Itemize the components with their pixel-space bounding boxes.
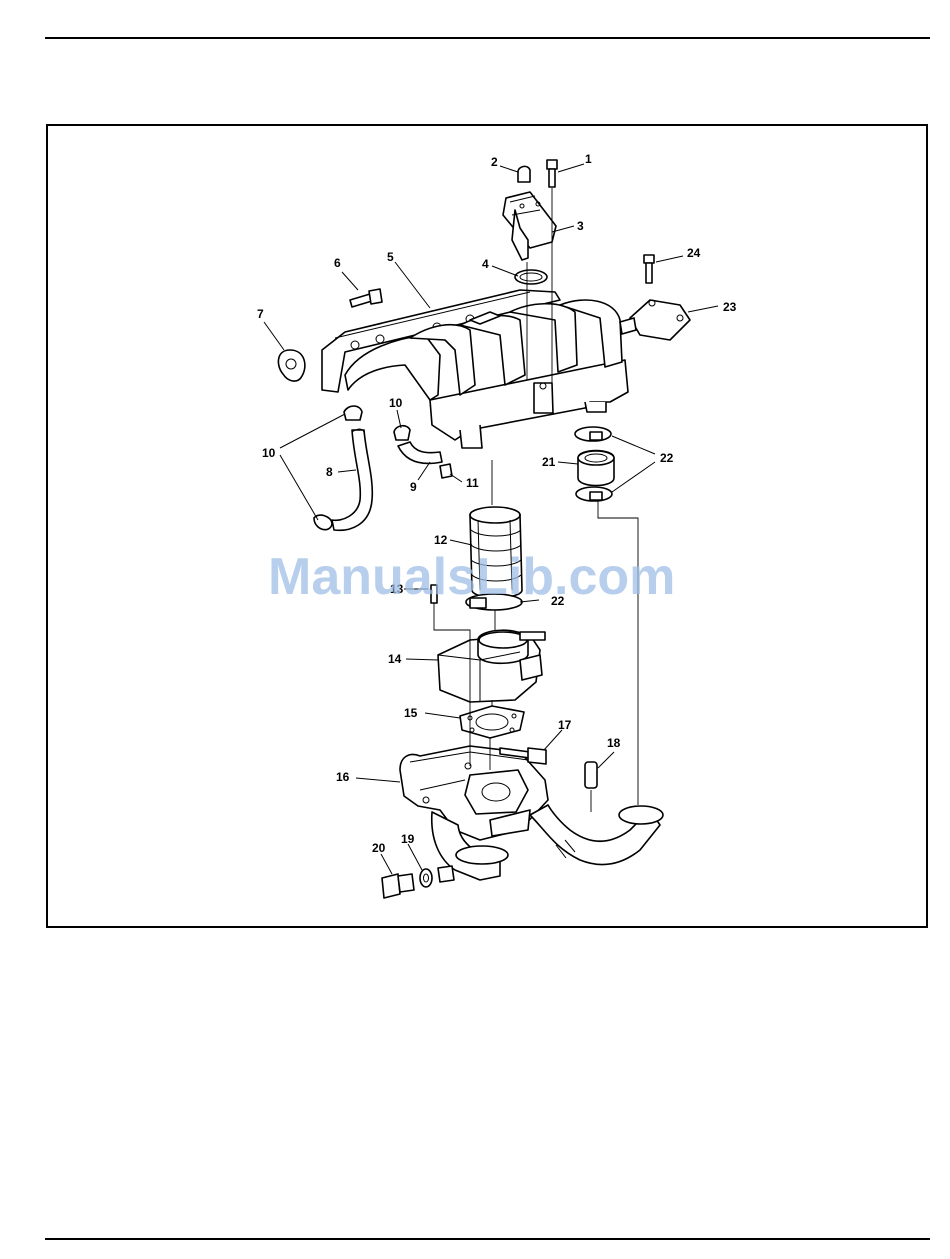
hose-clamp-upper xyxy=(344,406,362,420)
callout-10-elbow: 10 xyxy=(389,396,403,410)
callout-18: 18 xyxy=(607,736,621,750)
callout-12: 12 xyxy=(434,533,448,547)
throttle-cover xyxy=(503,192,556,260)
callout-24: 24 xyxy=(687,246,701,260)
callout-19: 19 xyxy=(401,832,415,846)
manifold-gasket xyxy=(278,350,304,381)
rubber-sleeve xyxy=(578,451,614,486)
cover-bolt xyxy=(547,160,557,187)
callout-7: 7 xyxy=(257,307,264,321)
breather-hose xyxy=(332,429,372,530)
callout-9: 9 xyxy=(410,480,417,494)
callout-16: 16 xyxy=(336,770,350,784)
elbow-cap xyxy=(440,464,452,478)
callout-5: 5 xyxy=(387,250,394,264)
sleeve-clamp-upper xyxy=(575,427,611,441)
sleeve-clamp-lower xyxy=(576,487,612,501)
manifold-bolt xyxy=(350,289,382,307)
elbow-clamp xyxy=(394,426,410,440)
callout-20: 20 xyxy=(372,841,386,855)
callout-22-right: 22 xyxy=(660,451,674,465)
callout-6: 6 xyxy=(334,256,341,270)
sensor-bolt xyxy=(644,255,654,283)
watermark: ManualsLib.com xyxy=(268,548,675,606)
vent-plug xyxy=(518,166,530,182)
callout-15: 15 xyxy=(404,706,418,720)
callout-11: 11 xyxy=(466,476,479,490)
callout-4: 4 xyxy=(482,257,489,271)
lower-intake-manifold xyxy=(400,746,663,880)
callout-1: 1 xyxy=(585,152,592,166)
callout-21: 21 xyxy=(542,455,556,469)
intake-manifold xyxy=(322,290,628,448)
callout-23: 23 xyxy=(723,300,737,314)
o-ring-seal xyxy=(515,270,547,284)
callout-8: 8 xyxy=(326,465,333,479)
union-fitting xyxy=(382,866,454,898)
spacer-sleeve xyxy=(585,762,597,788)
elbow-fitting xyxy=(398,442,442,463)
throttle-body xyxy=(438,630,545,702)
sealing-washer xyxy=(420,869,432,887)
callout-2: 2 xyxy=(491,155,498,169)
sensor-housing xyxy=(620,300,690,340)
callout-3: 3 xyxy=(577,219,584,233)
callout-17: 17 xyxy=(558,718,572,732)
callout-14: 14 xyxy=(388,652,402,666)
callout-10-hose: 10 xyxy=(262,446,276,460)
